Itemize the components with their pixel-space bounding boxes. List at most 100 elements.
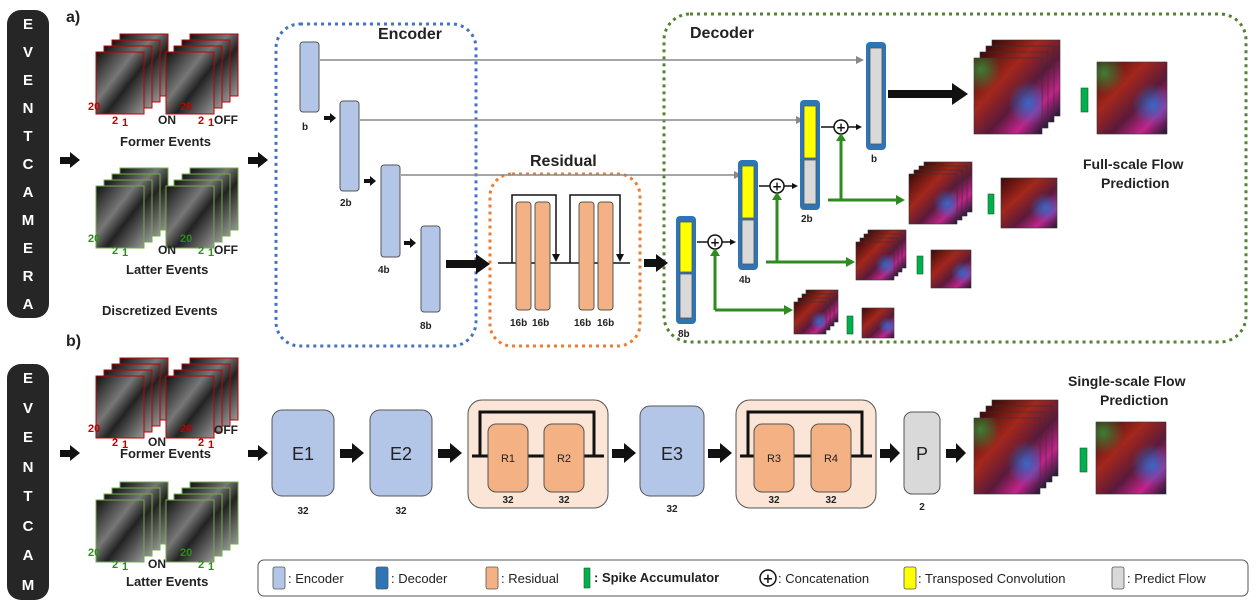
residual-title: Residual bbox=[530, 153, 597, 170]
block-r3-channels: 32 bbox=[768, 495, 780, 506]
camera-a-letter: A bbox=[22, 183, 34, 201]
svg-text:+: + bbox=[836, 121, 846, 135]
arrow-e2-to-residual bbox=[438, 443, 462, 463]
flow-output-full-scale bbox=[1096, 61, 1168, 135]
camera-b-letter: T bbox=[23, 488, 33, 506]
encoder-2b-label: 2b bbox=[340, 198, 352, 209]
legend-concatenation-label: : Concatenation bbox=[778, 571, 869, 586]
camera-b-letter: A bbox=[22, 547, 34, 565]
latter-stack-index-1: 1 bbox=[122, 247, 128, 259]
encoder-b-label: b bbox=[302, 122, 308, 133]
block-r2 bbox=[543, 423, 585, 493]
encoder-arrow-3 bbox=[404, 238, 416, 248]
legend-spike-accumulator-label: : Spike Accumulator bbox=[594, 570, 719, 585]
block-r1 bbox=[487, 423, 529, 493]
decoder-2b-label: 2b bbox=[801, 214, 813, 225]
latter-off-stack-index-20-b: 20 bbox=[180, 547, 192, 559]
latter-off-stack-index-1-b: 1 bbox=[208, 561, 214, 573]
encoder-4b-label: 4b bbox=[378, 265, 390, 276]
flow-stack-full-scale bbox=[973, 39, 1061, 135]
former-on-label-b: ON bbox=[148, 435, 166, 449]
latter-on-label-b: ON bbox=[148, 557, 166, 571]
block-e3 bbox=[639, 405, 705, 497]
camera-a-letter: E bbox=[22, 71, 33, 89]
decoder-8b-label: 8b bbox=[678, 329, 690, 340]
former-events-label-b: Former Events bbox=[120, 446, 211, 461]
former-off-stack-index-1-b: 1 bbox=[208, 439, 214, 451]
camera-a-letter: E bbox=[22, 239, 33, 257]
legend-residual-swatch bbox=[485, 566, 499, 590]
block-e2-label: E2 bbox=[390, 444, 412, 464]
legend-decoder-swatch bbox=[375, 566, 389, 590]
encoder-8b-label: 8b bbox=[420, 321, 432, 332]
latter-off-label: OFF bbox=[214, 243, 238, 257]
former-stack-index-1: 1 bbox=[122, 117, 128, 129]
flow-stack-single-scale bbox=[973, 399, 1059, 495]
legend-concatenation-icon: + bbox=[759, 569, 777, 587]
residual-block-1 bbox=[515, 201, 532, 311]
latter-stack-index-2-b: 2 bbox=[112, 559, 118, 571]
arrow-events-to-e1 bbox=[248, 445, 268, 461]
legend-predict-flow-label: : Predict Flow bbox=[1127, 571, 1206, 586]
former-stack-index-1-b: 1 bbox=[122, 439, 128, 451]
spike-accumulator-single-scale bbox=[1079, 447, 1088, 473]
spike-accumulator-full-scale bbox=[1080, 87, 1089, 113]
camera-a-letter: E bbox=[22, 15, 33, 33]
decoder-b-label: b bbox=[871, 154, 877, 165]
residual-16b-label-4: 16b bbox=[597, 318, 614, 329]
decoder-block-b bbox=[866, 42, 886, 150]
former-off-label: OFF bbox=[214, 113, 238, 127]
camera-b-letter: E bbox=[22, 429, 33, 447]
residual-frame bbox=[488, 172, 642, 348]
flow-output-2b bbox=[1000, 177, 1058, 229]
encoder-title: Encoder bbox=[378, 26, 442, 43]
residual-skip-2 bbox=[569, 194, 621, 263]
latter-off-stack-index-1: 1 bbox=[208, 247, 214, 259]
decoder-block-2b bbox=[800, 100, 820, 210]
green-arrow-8b bbox=[685, 248, 793, 324]
residual-block-3 bbox=[578, 201, 595, 311]
latter-events-stack-on bbox=[95, 167, 169, 249]
camera-b-letter: M bbox=[21, 576, 35, 594]
latter-stack-index-2: 2 bbox=[112, 245, 118, 257]
encoder-arrow-2 bbox=[364, 176, 376, 186]
block-e3-channels: 32 bbox=[666, 504, 678, 515]
spike-accumulator-8b bbox=[846, 315, 854, 335]
latter-events-stack-off-b bbox=[165, 481, 239, 563]
latter-stack-index-1-b: 1 bbox=[122, 561, 128, 573]
former-on-label: ON bbox=[158, 113, 176, 127]
camera-b-letter: C bbox=[22, 517, 34, 535]
residual-16b-label-1: 16b bbox=[510, 318, 527, 329]
svg-text:+: + bbox=[772, 180, 782, 194]
svg-text:+: + bbox=[710, 236, 720, 250]
encoder-block-4b bbox=[380, 164, 401, 258]
legend-spike-accumulator-swatch bbox=[583, 567, 591, 589]
latter-stack-index-20-b: 20 bbox=[88, 547, 100, 559]
legend-encoder-swatch bbox=[272, 566, 286, 590]
former-off-stack-index-20: 20 bbox=[180, 101, 192, 113]
arrow-p-to-prediction bbox=[946, 443, 966, 463]
legend-predict-flow-swatch bbox=[1111, 566, 1125, 590]
latter-events-label: Latter Events bbox=[126, 262, 208, 277]
block-e1 bbox=[271, 409, 335, 497]
former-events-stack-on bbox=[95, 33, 169, 115]
decoder-block-8b bbox=[676, 216, 696, 324]
block-e2-channels: 32 bbox=[395, 506, 407, 517]
skip-connection-b bbox=[320, 56, 864, 64]
concatenation-icon-1: + bbox=[697, 234, 736, 250]
former-off-stack-index-1: 1 bbox=[208, 117, 214, 129]
decoder-frame bbox=[662, 12, 1248, 344]
camera-a-letter: N bbox=[22, 99, 34, 117]
latter-off-stack-index-20: 20 bbox=[180, 233, 192, 245]
camera-a-letter: C bbox=[22, 155, 34, 173]
block-r1-label: R1 bbox=[501, 453, 515, 465]
camera-b-letter: V bbox=[22, 399, 33, 417]
flow-stack-4b bbox=[855, 229, 907, 281]
green-arrow-4b bbox=[766, 192, 855, 267]
former-stack-index-2: 2 bbox=[112, 115, 118, 127]
block-p-label: P bbox=[916, 444, 928, 464]
residual-group-2-skip bbox=[746, 410, 864, 456]
decoder-block-4b bbox=[738, 160, 758, 270]
flow-stack-8b bbox=[793, 289, 839, 335]
